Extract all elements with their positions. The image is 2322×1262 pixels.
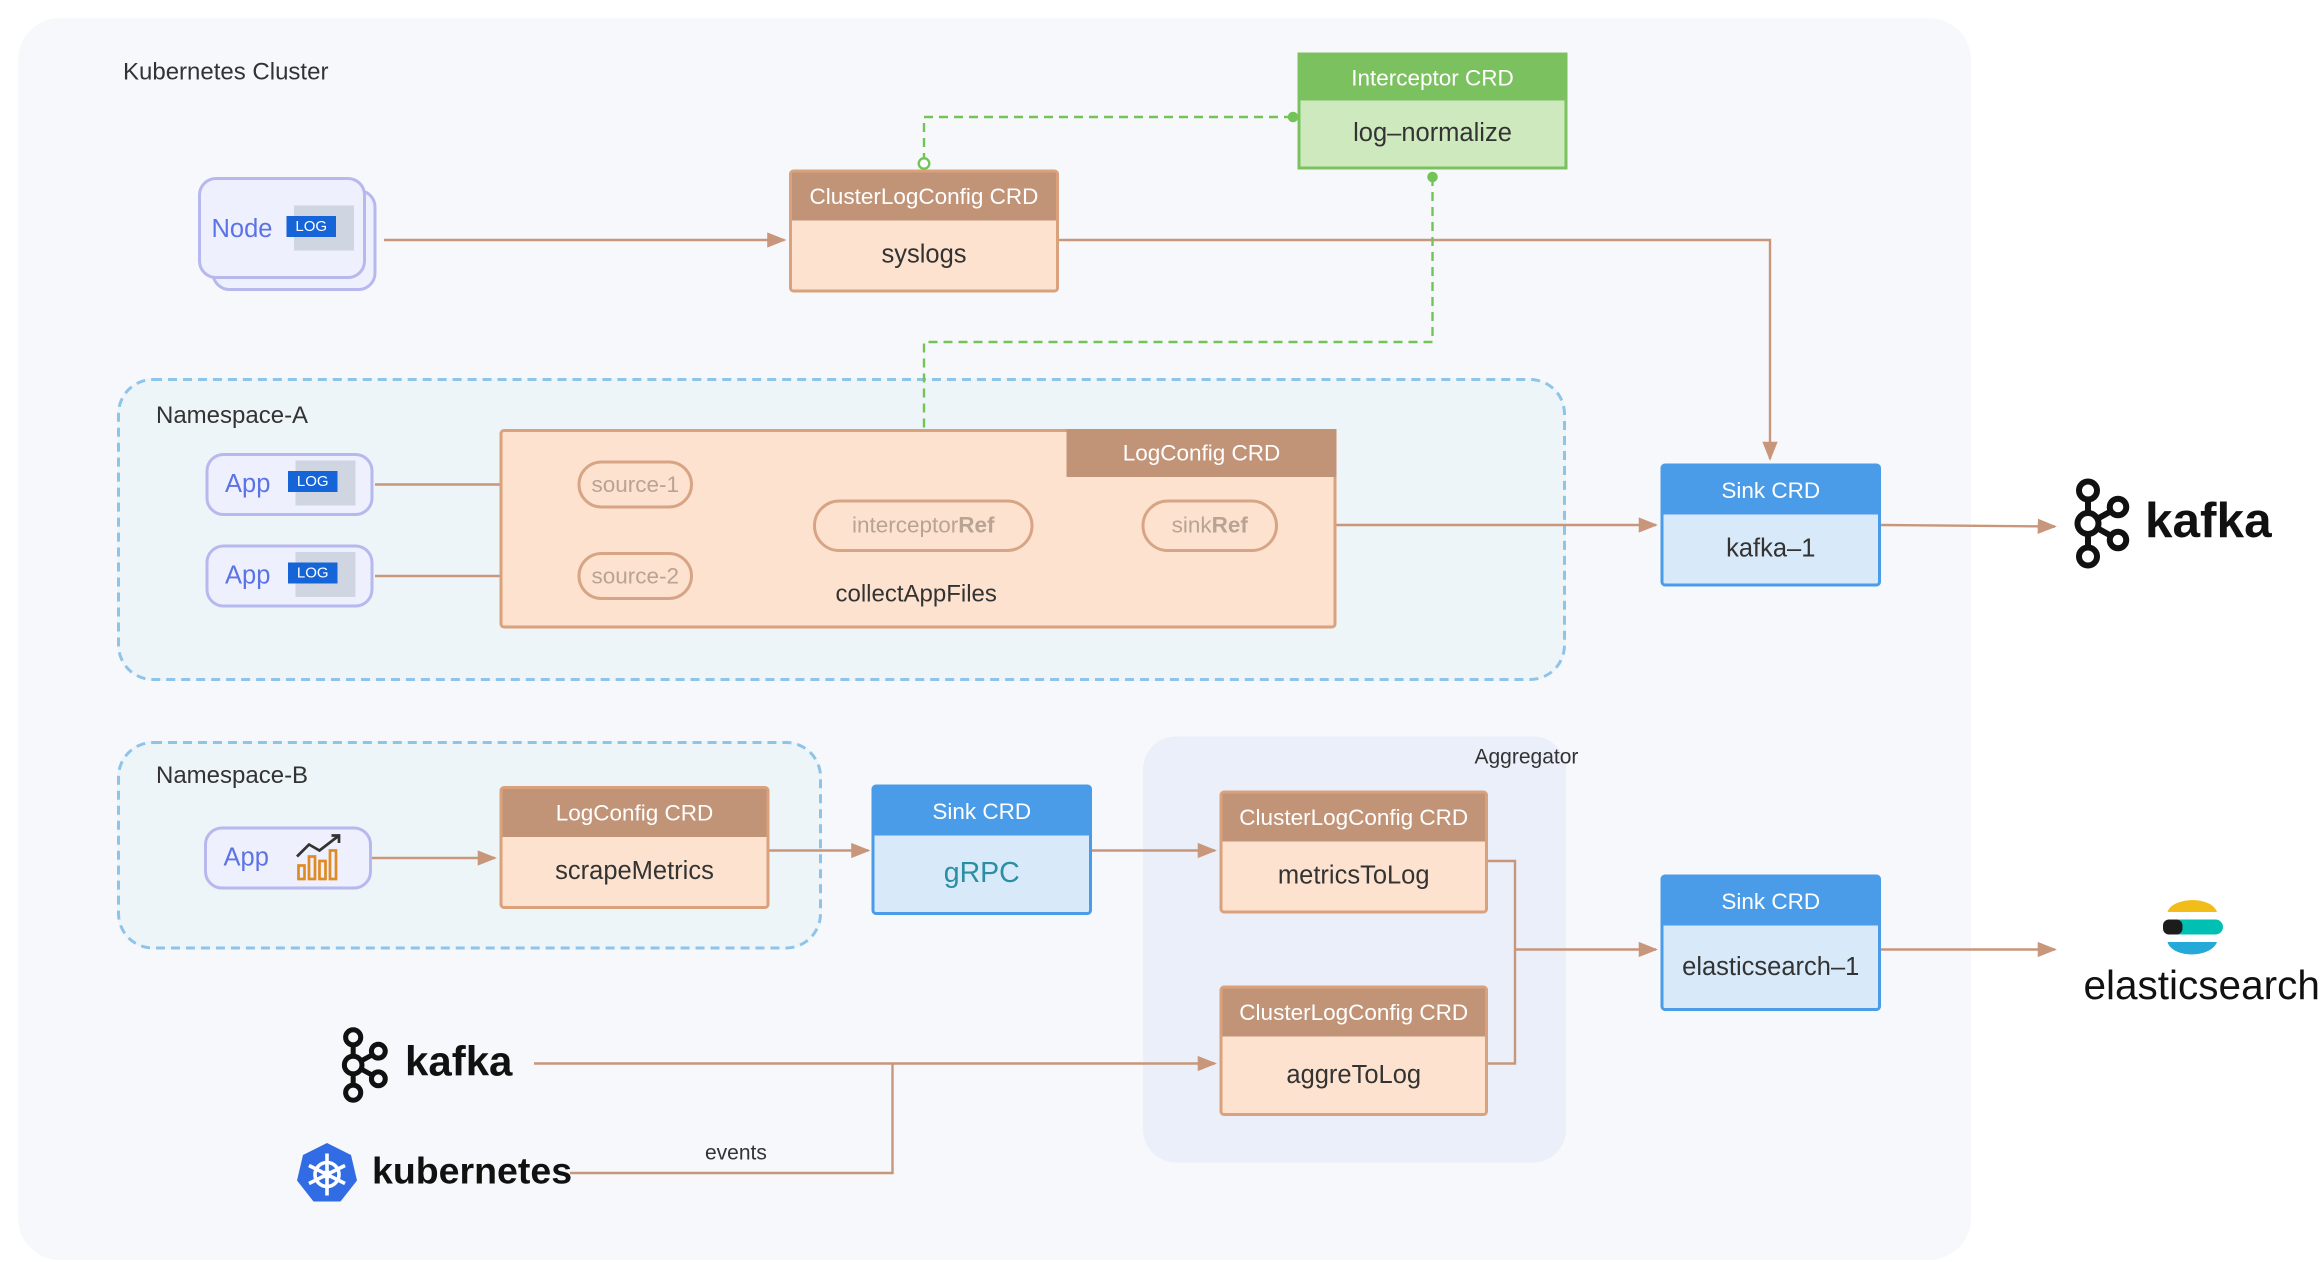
- grpc-logo-text: gRPC: [943, 857, 1020, 889]
- link-dot-syslogs: [917, 157, 931, 170]
- source-1-label: source-1: [591, 471, 680, 498]
- namespace-b-title: Namespace-B: [156, 763, 309, 790]
- sink-header: Sink CRD: [1663, 877, 1878, 926]
- sink-kafka-1: Sink CRD kafka–1: [1660, 463, 1881, 587]
- source-2-label: source-2: [591, 563, 680, 589]
- kafka-brand-left: kafka: [405, 1038, 513, 1085]
- elasticsearch-logo-icon: [2163, 900, 2223, 955]
- source-1-pill: source-1: [577, 460, 693, 509]
- link-dot-interceptor-bottom: [1427, 171, 1438, 183]
- crd-header: ClusterLogConfig CRD: [1222, 793, 1485, 842]
- sink-elasticsearch-1: Sink CRD elasticsearch–1: [1660, 874, 1881, 1011]
- node-label: Node: [211, 214, 273, 244]
- crd-name: syslogs: [881, 240, 967, 269]
- sink-name: kafka–1: [1726, 534, 1816, 563]
- sink-name: elasticsearch–1: [1682, 951, 1860, 981]
- crd-header: LogConfig CRD: [502, 789, 767, 837]
- app-label: App: [223, 843, 269, 872]
- kafka-brand-right: kafka: [2145, 492, 2272, 548]
- crd-name: aggreToLog: [1286, 1059, 1422, 1089]
- sink-ref-suffix: Ref: [1211, 513, 1248, 539]
- crd-name: metricsToLog: [1277, 861, 1430, 890]
- sink-header: Sink CRD: [874, 787, 1089, 836]
- interceptor-ref-suffix: Ref: [958, 513, 995, 539]
- log-config-scrape-metrics: LogConfig CRD scrapeMetrics: [499, 786, 770, 909]
- link-dot-interceptor-left: [1287, 111, 1299, 123]
- crd-name: scrapeMetrics: [555, 856, 714, 886]
- interceptor-crd: Interceptor CRD log–normalize: [1297, 52, 1568, 170]
- sink-grpc: Sink CRD gRPC: [871, 784, 1092, 915]
- events-label: events: [705, 1140, 767, 1164]
- log-tag: LOG: [288, 562, 338, 584]
- cluster-title: Kubernetes Cluster: [123, 60, 329, 86]
- log-config-name: collectAppFiles: [835, 582, 997, 608]
- interceptor-link-logconfig: [922, 177, 1434, 491]
- aggregator-title: Aggregator: [1474, 744, 1579, 768]
- kafka-logo-icon: [341, 1027, 388, 1103]
- cluster-log-config-aggre-to-log: ClusterLogConfig CRD aggreToLog: [1219, 985, 1488, 1116]
- log-tag: LOG: [288, 471, 338, 492]
- flow-kafka-sink-to-kafka: [1880, 518, 2057, 535]
- sink-ref-prefix: sink: [1171, 513, 1212, 539]
- log-config-header: LogConfig CRD: [1066, 429, 1337, 477]
- log-icon: LOG: [288, 460, 356, 506]
- namespace-a-title: Namespace-A: [156, 403, 309, 430]
- log-icon: LOG: [288, 552, 356, 597]
- interceptor-link-syslogs: [922, 115, 1293, 162]
- interceptor-ref-prefix: interceptor: [851, 513, 959, 539]
- metrics-chart-icon: [296, 834, 341, 881]
- app-card-b: [204, 826, 372, 890]
- cluster-log-config-syslogs: ClusterLogConfig CRD syslogs: [789, 169, 1059, 293]
- flow-metrics-merge: [1488, 859, 1517, 950]
- kubernetes-brand: kubernetes: [372, 1150, 573, 1193]
- kubernetes-logo-icon: [297, 1143, 357, 1202]
- interceptor-header: Interceptor CRD: [1300, 55, 1565, 101]
- flow-aggre-merge: [1488, 949, 1517, 1065]
- kafka-logo-icon: [2074, 478, 2130, 569]
- interceptor-name: log–normalize: [1353, 118, 1512, 148]
- flow-syslogs-to-kafka-sink: [1057, 238, 1778, 461]
- app-label: App: [225, 469, 271, 499]
- app-label: App: [225, 561, 271, 590]
- sink-header: Sink CRD: [1663, 466, 1878, 515]
- flow-kubernetes-events: [570, 1063, 894, 1175]
- elasticsearch-brand: elasticsearch: [2083, 963, 2320, 1008]
- log-icon: LOG: [286, 205, 354, 251]
- log-tag: LOG: [286, 216, 336, 237]
- cluster-log-config-metrics-to-log: ClusterLogConfig CRD metricsToLog: [1219, 790, 1488, 914]
- source-2-pill: source-2: [577, 552, 693, 600]
- crd-header: ClusterLogConfig CRD: [792, 172, 1056, 221]
- crd-header: ClusterLogConfig CRD: [1222, 988, 1485, 1037]
